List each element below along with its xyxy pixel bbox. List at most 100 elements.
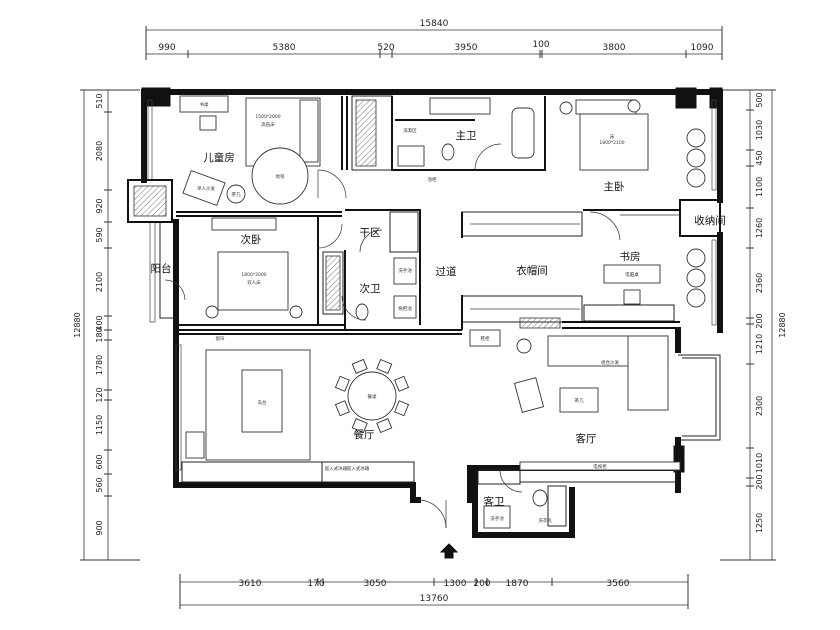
- dim-right-7: 200: [755, 313, 764, 328]
- kids-desk: [179, 95, 229, 113]
- room-master-bath: 主卫: [456, 130, 477, 142]
- dining-chair: [394, 375, 410, 392]
- dim-top-4: 3950: [455, 43, 478, 53]
- mop-label: 拖把池: [398, 305, 412, 312]
- dim-right-3: 450: [755, 150, 764, 165]
- dim-right-6: 2360: [755, 273, 764, 293]
- room-living: 客厅: [576, 432, 597, 445]
- shoe-label: 鞋柜: [481, 335, 490, 342]
- dining-chair: [394, 400, 410, 417]
- room-second-bedroom: 次卧: [241, 233, 262, 246]
- island: [241, 369, 283, 433]
- room-master-bedroom: 主卧: [604, 180, 625, 193]
- living-tea-label: 茶几: [575, 397, 584, 404]
- dim-top-3: 520: [377, 43, 394, 53]
- dim-right-1: 500: [755, 92, 764, 107]
- dim-left-1: 510: [95, 93, 104, 108]
- dim-bottom-total: 13760: [420, 594, 449, 604]
- dim-top-7: 1090: [691, 43, 714, 53]
- dining-chair: [376, 358, 393, 374]
- dim-left-total: 12880: [73, 312, 82, 337]
- dim-top-5: 100: [532, 40, 549, 50]
- kids-sofa-label: 单人沙发: [197, 185, 215, 192]
- dining-chair: [376, 418, 393, 434]
- room-dry-area: 干区: [360, 227, 381, 239]
- dim-top-6: 3800: [603, 43, 626, 53]
- dim-bottom-4: 1300: [444, 579, 467, 589]
- room-kids: 儿童房: [203, 151, 235, 164]
- kids-rug-label: 地毯: [276, 173, 285, 180]
- dim-right-4: 1100: [755, 177, 764, 197]
- dim-top-2: 5380: [273, 43, 296, 53]
- kids-sofa: [182, 169, 226, 207]
- dim-left-8: 1780: [95, 355, 104, 375]
- dim-left-12: 560: [95, 477, 104, 492]
- master-bed-label: 床: [610, 133, 615, 140]
- room-storage: 收纳间: [694, 214, 726, 227]
- dim-bottom-3: 3050: [364, 579, 387, 589]
- dim-left-2: 2080: [95, 141, 104, 161]
- second-bath-basin-label: 洗手池: [398, 267, 412, 274]
- washbasin-area-label: 洗漱区: [403, 127, 417, 134]
- dining-chair: [351, 358, 368, 374]
- dim-left-11: 600: [95, 454, 104, 469]
- dim-bottom-2: 170: [307, 579, 324, 589]
- guest-basin-label: 洗手池: [490, 515, 504, 522]
- furniture: 书桌 1500*2000 高低床 地毯 单人沙发 茶几 洗漱区 浴柜 床 180…: [179, 95, 706, 559]
- dim-right-5: 1260: [755, 218, 764, 238]
- dining-chair: [351, 418, 368, 434]
- dim-bottom-1: 3610: [239, 579, 262, 589]
- curtain-label: 窗帘: [216, 335, 225, 342]
- living-tea-table: [559, 387, 599, 413]
- second-bed-type: 双人床: [247, 279, 261, 286]
- dim-right-8: 1210: [755, 334, 764, 354]
- master-bed: [579, 113, 649, 171]
- dim-right-10: 1010: [755, 453, 764, 473]
- kids-bed-type: 高低床: [261, 121, 275, 128]
- dimension-bottom: 3610 170 3050 1300 200 1870 3560 13760: [179, 574, 689, 609]
- kids-tea-label: 茶几: [232, 191, 241, 198]
- dim-left-6: 400: [95, 315, 104, 330]
- dimension-right: 5001030450110012602360200121023001010200…: [720, 89, 787, 561]
- kids-bed-size: 1500*2000: [255, 114, 280, 120]
- room-labels: 儿童房 主卫 主卧 次卧 干区 过道 衣帽间 书房 收纳间 阳台 次卫 餐厅 客…: [151, 130, 726, 508]
- tv-cabinet: [519, 461, 681, 471]
- room-study: 书房: [620, 250, 641, 263]
- dim-top-1: 990: [158, 43, 175, 53]
- room-wardrobe: 衣帽间: [516, 264, 548, 277]
- room-corridor: 过道: [436, 265, 457, 278]
- interior-walls: [176, 95, 721, 527]
- master-bed-size: 1800*2100: [599, 140, 624, 146]
- room-second-bath: 次卫: [360, 282, 381, 295]
- dim-left-4: 590: [95, 227, 104, 242]
- dining-chair: [334, 400, 350, 417]
- dim-left-10: 1150: [95, 415, 104, 435]
- bathtub: [511, 107, 535, 159]
- dining-table-label: 餐桌: [368, 393, 377, 400]
- dim-top-total: 15840: [420, 19, 449, 29]
- dim-bottom-6: 1870: [506, 579, 529, 589]
- dim-left-7: 180: [95, 327, 104, 342]
- dim-right-12: 1250: [755, 513, 764, 533]
- dim-right-2: 1030: [755, 120, 764, 140]
- dim-right-9: 2300: [755, 396, 764, 416]
- walls: [127, 87, 723, 538]
- study-desk-label: 电脑桌: [625, 271, 639, 278]
- dim-bottom-7: 3560: [607, 579, 630, 589]
- dim-right-11: 200: [755, 474, 764, 489]
- second-bed-size: 1800*2000: [241, 272, 266, 278]
- kids-desk-label: 书桌: [200, 101, 209, 108]
- washing-machine-label: 洗衣机: [538, 517, 552, 524]
- dim-left-5: 2100: [95, 272, 104, 292]
- entrance-arrow-icon: [439, 543, 459, 559]
- dim-bottom-5: 200: [473, 579, 490, 589]
- master-cabinet-label: 浴柜: [428, 176, 437, 183]
- room-dining: 餐厅: [354, 428, 375, 441]
- fridge-1-label: 嵌入式冰箱: [325, 465, 348, 472]
- fridge-2-label: 嵌入式冰箱: [347, 465, 370, 472]
- dining-table: [347, 371, 397, 421]
- island-label: 岛台: [258, 399, 267, 406]
- dining-chair: [334, 375, 350, 392]
- living-sofa-label: 组合沙发: [601, 359, 619, 366]
